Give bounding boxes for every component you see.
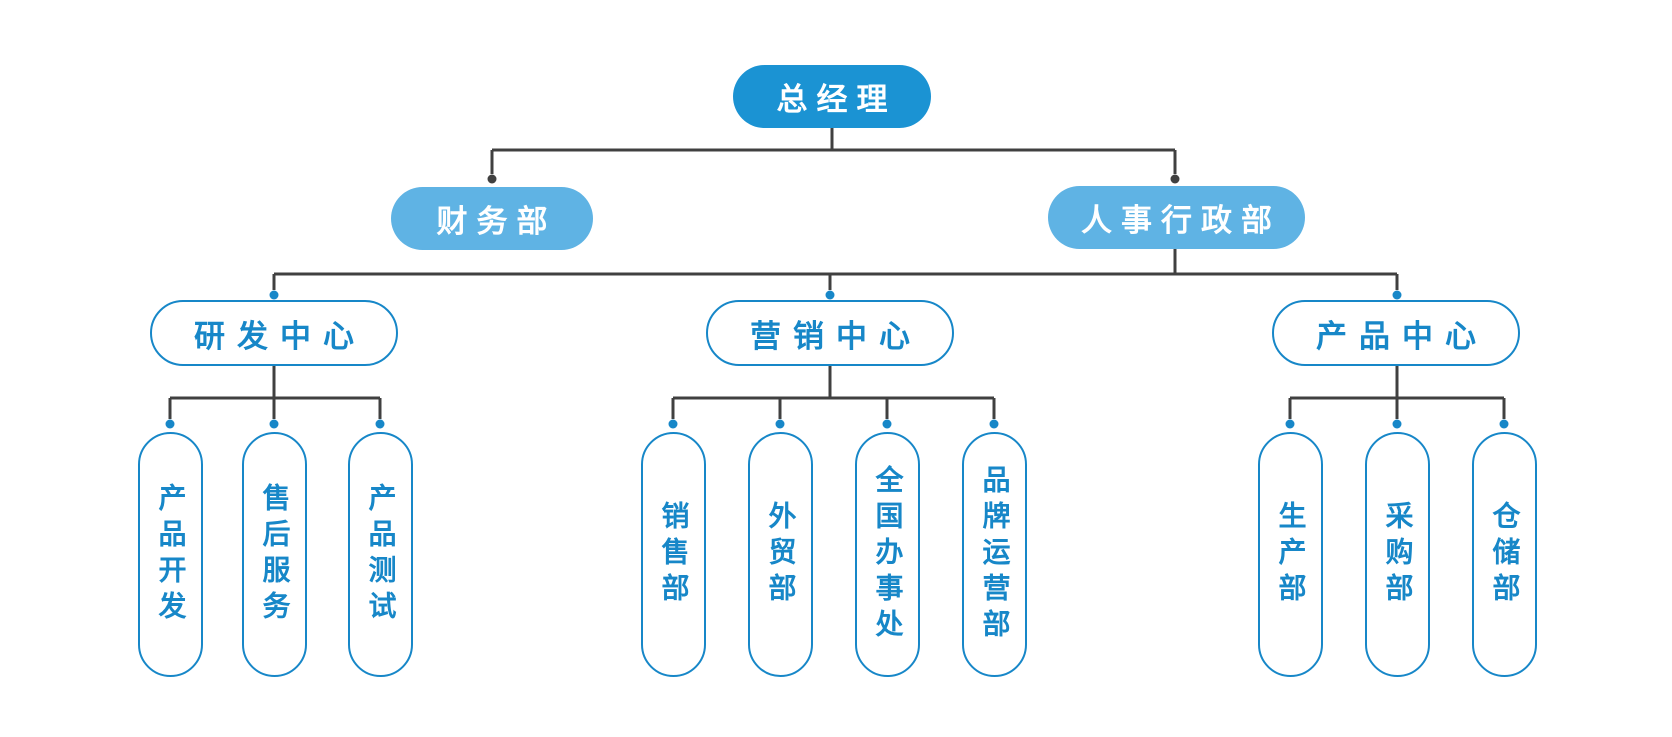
org-node-marketing-center[interactable]: 营销中心 [706,300,954,366]
connector-endpoint-dot [375,419,385,429]
org-node-product-center[interactable]: 产品中心 [1272,300,1520,366]
connector-endpoint-dot [269,290,279,300]
org-node-foreign-trade-dept[interactable]: 外贸部 [748,432,813,677]
org-node-label: 销售部 [658,500,690,609]
org-node-label: 产品中心 [1316,318,1488,354]
connector-endpoint-dot [1392,419,1402,429]
connector-endpoint-dot [487,174,497,184]
org-node-label: 总经理 [776,82,897,117]
connector-endpoint-dot [668,419,678,429]
org-node-label: 财务部 [436,204,557,239]
org-node-label: 人事行政部 [1081,203,1281,238]
connector-endpoint-dot [882,419,892,429]
org-node-purchasing-dept[interactable]: 采购部 [1365,432,1430,677]
connector-endpoint-dot [1392,290,1402,300]
org-node-label: 营销中心 [750,318,922,354]
org-node-label: 研发中心 [194,318,366,354]
connector-endpoint-dot [269,419,279,429]
org-node-finance-dept[interactable]: 财务部 [391,187,593,250]
org-node-sales-dept[interactable]: 销售部 [641,432,706,677]
connector-endpoint-dot [165,419,175,429]
org-node-label: 售后服务 [259,482,291,627]
connector-endpoint-dot [1499,419,1509,429]
org-node-label: 采购部 [1382,500,1414,609]
org-node-product-dev[interactable]: 产品开发 [138,432,203,677]
org-node-product-testing[interactable]: 产品测试 [348,432,413,677]
connector-endpoint-dot [775,419,785,429]
org-node-label: 外贸部 [765,500,797,609]
connector-endpoint-dot [989,419,999,429]
connector-endpoint-dot [1285,419,1295,429]
org-node-label: 生产部 [1275,500,1307,609]
org-node-hr-admin-dept[interactable]: 人事行政部 [1048,186,1305,249]
org-node-rd-center[interactable]: 研发中心 [150,300,398,366]
org-node-after-sales-service[interactable]: 售后服务 [242,432,307,677]
org-node-label: 产品测试 [365,482,397,627]
connector-endpoint-dot [1170,174,1180,184]
org-node-national-offices[interactable]: 全国办事处 [855,432,920,677]
org-node-production-dept[interactable]: 生产部 [1258,432,1323,677]
connector-endpoint-dot [825,290,835,300]
org-node-brand-operations-dept[interactable]: 品牌运营部 [962,432,1027,677]
org-node-label: 产品开发 [155,482,187,627]
org-node-label: 品牌运营部 [979,464,1011,645]
org-node-general-manager[interactable]: 总经理 [733,65,931,128]
org-node-label: 全国办事处 [872,464,904,645]
org-node-warehouse-dept[interactable]: 仓储部 [1472,432,1537,677]
org-node-label: 仓储部 [1489,500,1521,609]
